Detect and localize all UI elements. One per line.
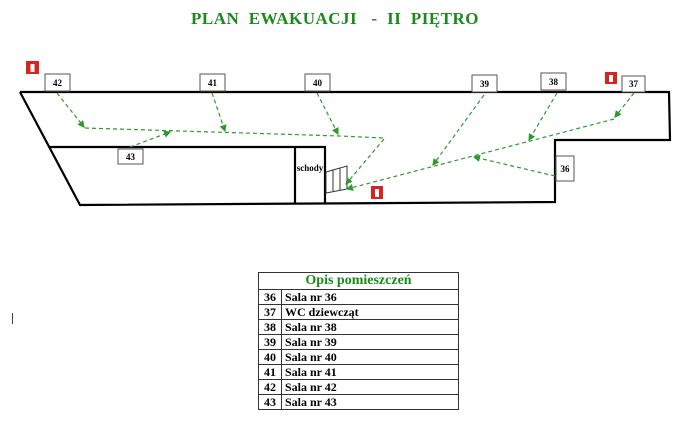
- evacuation-routes: [56, 92, 635, 191]
- svg-text:38: 38: [549, 77, 559, 87]
- stairs-label: schody: [297, 163, 324, 173]
- svg-text:40: 40: [313, 78, 323, 88]
- room-description: Sala nr 36: [281, 289, 459, 305]
- room-38-tag: 38: [540, 72, 567, 91]
- text-cursor: [12, 313, 13, 324]
- room-number: 41: [258, 364, 282, 380]
- room-39-tag: 39: [471, 74, 498, 93]
- room-number: 37: [258, 304, 282, 320]
- fire-extinguisher-icon: [371, 186, 383, 199]
- room-description: Sala nr 43: [281, 394, 459, 410]
- room-number: 40: [258, 349, 282, 365]
- room-number: 36: [258, 289, 282, 305]
- room-36-tag: 36: [555, 155, 575, 182]
- stairs-icon: [325, 165, 348, 194]
- room-description: Sala nr 40: [281, 349, 459, 365]
- room-37-tag: 37: [621, 75, 646, 93]
- room-description: Sala nr 42: [281, 379, 459, 395]
- room-number: 38: [258, 319, 282, 335]
- room-description: Sala nr 41: [281, 364, 459, 380]
- svg-text:37: 37: [629, 79, 639, 89]
- room-number: 39: [258, 334, 282, 350]
- legend-header: Opis pomieszczeń: [258, 272, 459, 290]
- svg-text:42: 42: [53, 78, 63, 88]
- room-description: WC dziewcząt: [281, 304, 459, 320]
- room-40-tag: 40: [304, 73, 331, 92]
- room-number: 42: [258, 379, 282, 395]
- fire-extinguisher-icon: [26, 61, 39, 74]
- room-description: Sala nr 39: [281, 334, 459, 350]
- room-description: Sala nr 38: [281, 319, 459, 335]
- building-outline: [19, 90, 672, 207]
- room-number: 43: [258, 394, 282, 410]
- fire-extinguisher-icon: [605, 72, 617, 84]
- page-title: PLAN EWAKUACJI - II PIĘTRO: [191, 9, 479, 28]
- room-43-tag: 43: [117, 148, 144, 165]
- svg-text:36: 36: [561, 164, 571, 174]
- svg-text:41: 41: [208, 78, 218, 88]
- room-41-tag: 41: [199, 73, 226, 92]
- svg-text:43: 43: [126, 152, 136, 162]
- svg-text:39: 39: [480, 79, 490, 89]
- room-42-tag: 42: [44, 73, 71, 92]
